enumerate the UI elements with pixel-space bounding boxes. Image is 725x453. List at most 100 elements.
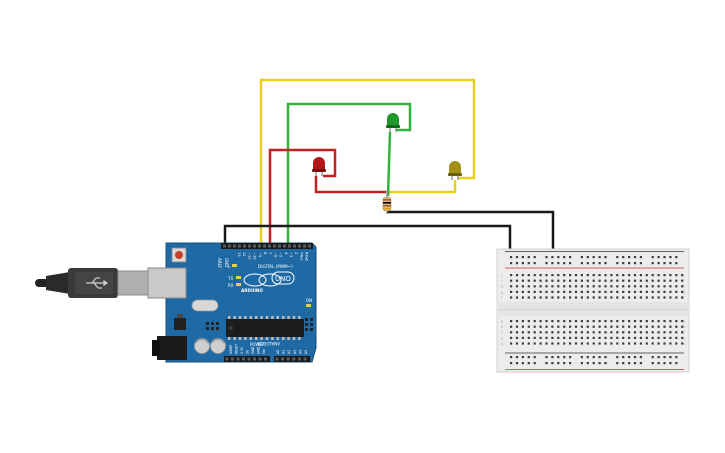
resistor[interactable] bbox=[382, 190, 392, 214]
digital-pin-label: 13 bbox=[237, 252, 241, 257]
led-l-indicator bbox=[232, 264, 237, 267]
capacitor-1 bbox=[194, 338, 210, 354]
usb-port bbox=[147, 267, 187, 299]
header-pin[interactable] bbox=[231, 357, 234, 361]
red-wire[interactable] bbox=[268, 148, 337, 246]
on-label: ON bbox=[306, 298, 312, 303]
uno-badge bbox=[271, 271, 295, 285]
header-pin[interactable] bbox=[248, 244, 251, 248]
row-letter: c bbox=[683, 331, 685, 335]
header-pin[interactable] bbox=[298, 244, 301, 248]
row-letter: i bbox=[501, 279, 502, 283]
header-pin[interactable] bbox=[225, 357, 229, 361]
digital-pin-label: ~9 bbox=[258, 252, 262, 258]
header-pin[interactable] bbox=[303, 244, 306, 248]
arduino-brand-label: ARDUINO bbox=[241, 288, 263, 293]
power-header[interactable] bbox=[224, 356, 270, 362]
uno-label: UNO bbox=[275, 275, 291, 283]
row-letter: b bbox=[501, 336, 503, 340]
power-pin-label: 3.3V bbox=[240, 346, 244, 354]
power-pin-label: 5V bbox=[246, 349, 250, 354]
digital-pin-label: ~5 bbox=[279, 252, 283, 257]
header-pin[interactable] bbox=[286, 357, 290, 361]
header-pin[interactable] bbox=[253, 244, 256, 248]
digital-pin-label: RX◂0 bbox=[305, 252, 309, 262]
analog-pin-label: A2 bbox=[287, 350, 291, 354]
icsp-header-2 bbox=[305, 318, 313, 331]
icsp-header-1 bbox=[206, 322, 219, 330]
yellow-wire-return[interactable] bbox=[387, 180, 457, 194]
row-letter: j bbox=[682, 274, 684, 278]
crystal bbox=[191, 299, 219, 312]
led-green[interactable] bbox=[386, 113, 400, 132]
power-pin-label: IOREF bbox=[229, 344, 233, 354]
header-pin[interactable] bbox=[297, 357, 301, 361]
digital-pin-label: 2 bbox=[294, 252, 298, 254]
header-pin[interactable] bbox=[283, 244, 286, 248]
row-letter: e bbox=[501, 320, 503, 324]
atmega-chip bbox=[226, 319, 304, 337]
row-letter: b bbox=[683, 336, 685, 340]
header-pin[interactable] bbox=[278, 244, 281, 248]
green-wire-return[interactable] bbox=[386, 131, 392, 197]
ground-wire[interactable] bbox=[223, 224, 512, 256]
red-wire-return[interactable] bbox=[314, 176, 386, 194]
digital-pin-label: ~6 bbox=[273, 252, 277, 258]
digital-pin-label: ~3 bbox=[289, 252, 293, 257]
header-pin[interactable] bbox=[258, 357, 262, 361]
gnd-label: GND bbox=[224, 258, 229, 267]
header-pin[interactable] bbox=[293, 244, 296, 248]
wires bbox=[223, 78, 555, 256]
row-letter: a bbox=[501, 342, 503, 346]
header-pin[interactable] bbox=[228, 244, 231, 248]
uno-logo: ARDUINO bbox=[243, 273, 282, 287]
header-pin[interactable] bbox=[238, 244, 241, 248]
usb-symbol-icon bbox=[86, 277, 109, 289]
analog-pin-label: A4 bbox=[298, 350, 302, 354]
digital-pin-label: 7 bbox=[268, 252, 272, 254]
header-pin[interactable] bbox=[236, 357, 240, 361]
header-pin[interactable] bbox=[308, 244, 311, 248]
power-pin-label: GND bbox=[251, 346, 255, 354]
analog-header-label: ANALOG IN bbox=[258, 341, 280, 346]
analog-header[interactable] bbox=[274, 356, 310, 362]
header-pin[interactable] bbox=[273, 244, 276, 248]
header-pin[interactable] bbox=[223, 244, 226, 248]
header-pin[interactable] bbox=[281, 357, 285, 361]
breadboard-holes[interactable] bbox=[510, 256, 684, 365]
yellow-wire[interactable] bbox=[259, 78, 476, 246]
led-yellow[interactable] bbox=[448, 161, 462, 180]
header-pin[interactable] bbox=[288, 244, 291, 248]
analog-pin-label: A3 bbox=[293, 350, 297, 354]
header-pin[interactable] bbox=[258, 244, 261, 248]
led-tx-label: TX bbox=[227, 276, 233, 281]
header-pin[interactable] bbox=[263, 244, 266, 248]
reset-button-cap[interactable] bbox=[175, 251, 183, 259]
row-letter: h bbox=[683, 285, 685, 289]
header-pin[interactable] bbox=[243, 244, 246, 248]
header-pin[interactable] bbox=[292, 357, 296, 361]
power-pin-label: RESET bbox=[235, 344, 239, 354]
header-pin[interactable] bbox=[303, 357, 307, 361]
analog-pin-label: A5 bbox=[304, 350, 308, 354]
header-pin[interactable] bbox=[233, 244, 236, 248]
header-pin[interactable] bbox=[253, 357, 256, 361]
digital-header[interactable] bbox=[221, 243, 313, 249]
row-letter: g bbox=[501, 290, 503, 294]
header-pin[interactable] bbox=[264, 357, 267, 361]
header-pin[interactable] bbox=[275, 357, 279, 361]
resistor-to-breadboard-wire[interactable] bbox=[387, 210, 555, 256]
row-letter: h bbox=[501, 285, 503, 289]
green-wire[interactable] bbox=[286, 102, 412, 246]
header-pin[interactable] bbox=[268, 244, 271, 248]
led-l-label: L bbox=[228, 264, 231, 269]
header-pin[interactable] bbox=[242, 357, 245, 361]
led-red[interactable] bbox=[312, 157, 326, 176]
header-pin[interactable] bbox=[247, 357, 251, 361]
led-rx-label: RX bbox=[228, 283, 234, 288]
row-letter: f bbox=[501, 296, 503, 300]
